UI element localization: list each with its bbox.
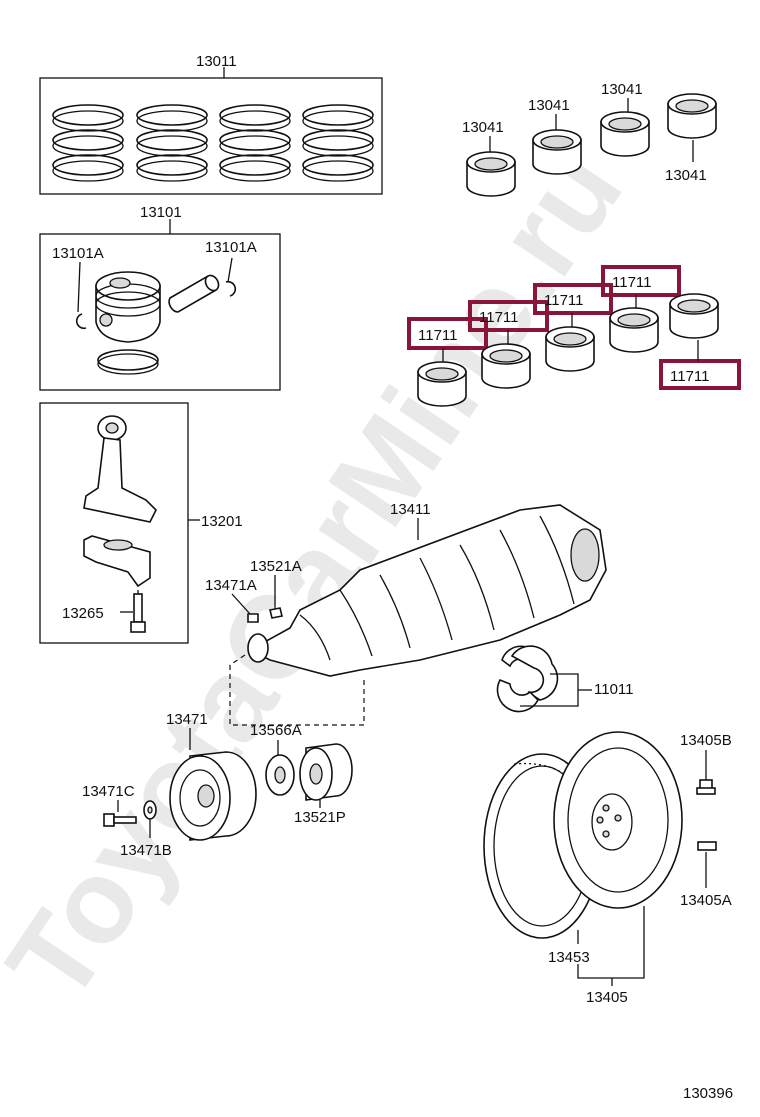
label-conrod-bearing-c[interactable]: 13041 [601, 81, 643, 98]
conrod-bearing-2-icon [532, 129, 582, 175]
timing-gear-group[interactable]: 13566A 13521P [250, 722, 353, 826]
highlight-box-4 [601, 265, 681, 297]
pulley-bolt-icon [103, 813, 137, 827]
crankshaft-icon [247, 504, 607, 677]
highlight-box-3 [533, 283, 613, 315]
crank-pulley-icon [169, 751, 257, 841]
label-main-bearing-3[interactable]: 11711 [544, 292, 584, 309]
label-conrod-bearing-d[interactable]: 13041 [665, 167, 707, 184]
highlight-box-5 [659, 359, 741, 390]
label-thrust-washer[interactable]: 11011 [594, 681, 634, 698]
pulley-group[interactable]: 13471 13471C 13471B [82, 711, 257, 859]
ring-stack-2 [136, 104, 208, 182]
label-conrod-bearing-b[interactable]: 13041 [528, 97, 570, 114]
conrod-bolt-icon [130, 590, 146, 633]
pulley-dash-line [229, 654, 365, 726]
main-bearing-3-icon [545, 326, 595, 372]
conrod-group[interactable]: 13201 13265 [39, 402, 243, 644]
label-pulley[interactable]: 13471 [166, 711, 208, 728]
label-main-bearing-2[interactable]: 11711 [479, 309, 519, 326]
main-bearing-2-icon [481, 343, 531, 389]
flywheel-icon [553, 731, 683, 909]
label-flywheel[interactable]: 13405 [586, 989, 628, 1006]
snap-ring-left-icon [75, 313, 87, 330]
label-piston-set[interactable]: 13101 [140, 204, 182, 221]
label-main-bearing-5[interactable]: 11711 [670, 368, 710, 385]
label-ring-gear[interactable]: 13453 [548, 949, 590, 966]
conrod-bearing-1-icon [466, 151, 516, 197]
label-gear-spacer[interactable]: 13566A [250, 722, 302, 739]
conrod-bearings-group[interactable]: 13041 13041 13041 13041 [462, 81, 717, 197]
label-rings-set[interactable]: 13011 [196, 53, 237, 70]
label-flywheel-bolt[interactable]: 13405B [680, 732, 732, 749]
label-key-b[interactable]: 13471A [205, 577, 257, 594]
connecting-rod-icon [83, 415, 157, 588]
main-bearing-5-icon [669, 293, 719, 339]
label-piston-snap-right[interactable]: 13101A [205, 239, 257, 256]
label-main-bearing-4[interactable]: 11711 [612, 274, 652, 291]
piston-icon [95, 271, 161, 343]
main-bearing-1-icon [417, 361, 467, 407]
flywheel-pin-icon [697, 841, 717, 851]
keys-group[interactable]: 13521A 13471A [205, 558, 302, 623]
label-main-bearing-1[interactable]: 11711 [418, 327, 458, 344]
conrod-bearing-4-icon [667, 93, 717, 139]
crankshaft-group[interactable]: 13411 [229, 501, 607, 726]
thrust-washer-group[interactable]: 11011 [496, 645, 634, 713]
label-piston-snap-left[interactable]: 13101A [52, 245, 104, 262]
ring-stack-1 [52, 104, 124, 182]
piston-box [39, 233, 281, 391]
label-key-a[interactable]: 13521A [250, 558, 302, 575]
label-pulley-washer[interactable]: 13471B [120, 842, 172, 859]
ring-stack-4 [302, 104, 374, 182]
diagram-id: 130396 [683, 1085, 733, 1102]
conrod-bearing-3-icon [600, 111, 650, 157]
flywheel-group[interactable]: 13405B 13405A 13453 13405 [483, 731, 732, 1006]
piston-rings-group[interactable]: 13011 [39, 53, 383, 195]
main-bearings-group[interactable]: 11711 11711 11711 11711 11711 [407, 265, 741, 407]
main-bearing-4-icon [609, 307, 659, 353]
conrod-box [39, 402, 189, 644]
piston-ring-icon [97, 349, 159, 375]
ring-stack-3 [219, 104, 291, 182]
thrust-washer-lower-icon [496, 678, 539, 713]
snap-ring-right-icon [225, 280, 237, 297]
label-timing-gear[interactable]: 13521P [294, 809, 346, 826]
flywheel-bolt-icon [696, 779, 716, 795]
rings-box [39, 77, 383, 195]
label-conrod-bolt[interactable]: 13265 [62, 605, 104, 622]
key-b-icon [247, 613, 259, 623]
timing-gear-icon [299, 743, 353, 801]
label-flywheel-pin[interactable]: 13405A [680, 892, 732, 909]
spacer-icon [265, 754, 295, 796]
label-conrod-assy[interactable]: 13201 [201, 513, 243, 530]
piston-group[interactable]: 13101 13101A 13101A [39, 204, 281, 391]
label-pulley-bolt[interactable]: 13471C [82, 783, 135, 800]
label-crankshaft[interactable]: 13411 [390, 501, 431, 518]
piston-pin-icon [168, 274, 220, 313]
key-a-icon [269, 607, 283, 619]
highlight-box-1 [407, 317, 488, 350]
label-conrod-bearing-a[interactable]: 13041 [462, 119, 504, 136]
